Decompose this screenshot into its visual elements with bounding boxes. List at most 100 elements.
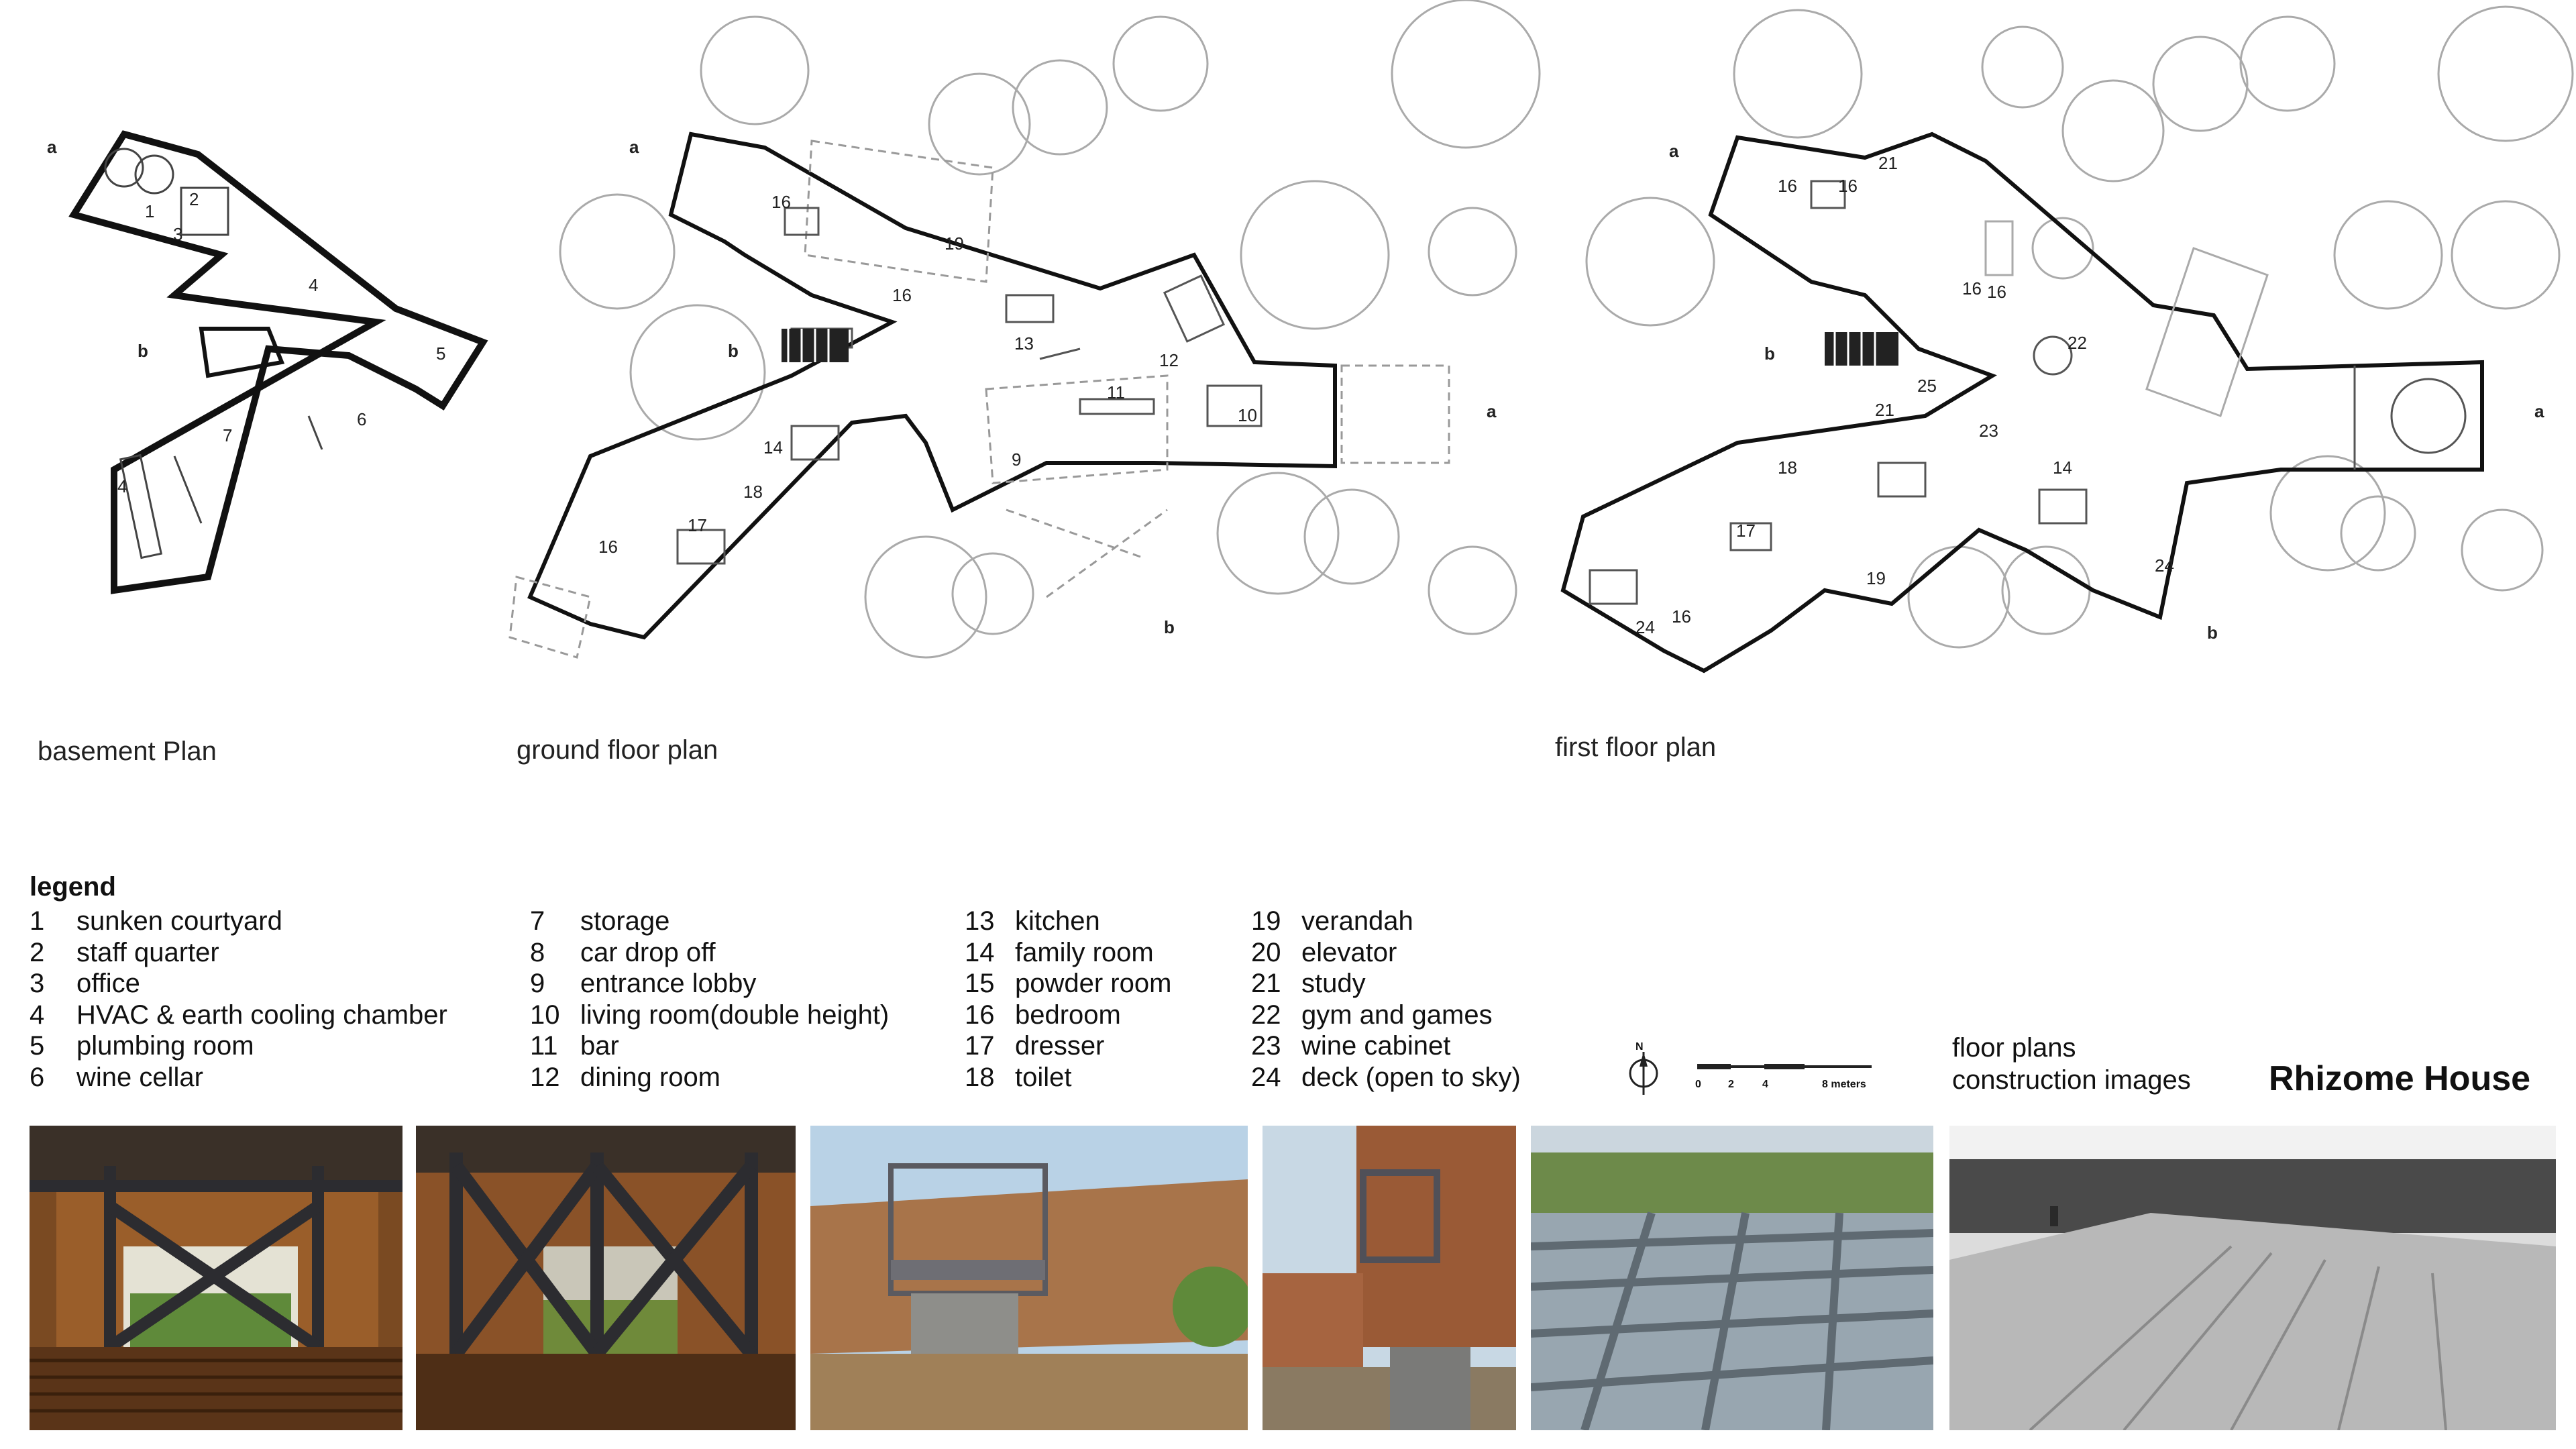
scale-tick: 4 <box>1762 1079 1768 1090</box>
room-label: 16 <box>771 192 791 212</box>
legend-item-number: 13 <box>965 906 995 936</box>
legend-item-label: living room(double height) <box>580 1000 890 1030</box>
steel-bracing-interior-photo <box>416 1126 796 1430</box>
legend-item-label: study <box>1301 969 1366 998</box>
section-marker-b: b <box>1764 343 1775 364</box>
floor-plans-drawing <box>68 0 2574 674</box>
legend-item-label: entrance lobby <box>580 969 757 998</box>
legend-item: 4 HVAC & earth cooling chamber <box>30 1000 447 1031</box>
room-label: 19 <box>1866 568 1886 588</box>
legend-item-label: powder room <box>1015 969 1172 998</box>
room-label: 16 <box>892 285 912 305</box>
tree-canopies <box>559 0 2574 659</box>
room-label: 23 <box>1979 421 1998 441</box>
room-label: 25 <box>1917 376 1937 396</box>
room-label: 16 <box>1778 176 1797 196</box>
legend-item-number: 6 <box>30 1062 45 1092</box>
room-label: 13 <box>1014 333 1034 354</box>
legend-item-label: car drop off <box>580 937 716 967</box>
section-marker-a: a <box>1487 401 1497 421</box>
room-label: 5 <box>436 343 446 364</box>
room-label: 2 <box>189 189 199 209</box>
scale-tick: 0 <box>1695 1079 1701 1090</box>
section-marker-b: b <box>2207 623 2218 643</box>
section-marker-a: a <box>47 137 57 157</box>
room-label: 3 <box>173 224 183 244</box>
scale-bar <box>1629 1052 1872 1095</box>
legend-item-number: 1 <box>30 906 45 936</box>
scale-tick: 2 <box>1728 1079 1734 1090</box>
legend-item: 18 toilet <box>965 1062 1171 1093</box>
project-title: Rhizome House <box>2269 1059 2531 1098</box>
ground-floor-plan-dashed <box>508 140 1450 659</box>
legend-item-label: plumbing room <box>76 1031 254 1061</box>
basement-plan-title: basement Plan <box>38 737 217 766</box>
room-label: 4 <box>309 275 319 295</box>
first-floor-plan-title: first floor plan <box>1555 733 1717 762</box>
legend-item-number: 10 <box>530 1000 560 1030</box>
ground-floor-plan-title: ground floor plan <box>517 735 718 765</box>
room-label: 16 <box>1962 278 1982 299</box>
room-label: 14 <box>2053 458 2072 478</box>
legend-item-number: 12 <box>530 1062 560 1092</box>
room-label: 9 <box>1012 449 1022 470</box>
legend-item-label: bedroom <box>1015 1000 1121 1030</box>
room-label: 16 <box>1838 176 1858 196</box>
room-label: 22 <box>2068 333 2087 353</box>
room-label: 6 <box>357 409 367 429</box>
legend-item-label: staff quarter <box>76 937 219 967</box>
legend-item-number: 18 <box>965 1062 995 1092</box>
legend-item-number: 24 <box>1251 1062 1281 1092</box>
legend-item: 23 wine cabinet <box>1251 1030 1521 1062</box>
legend-item-label: family room <box>1015 937 1154 967</box>
ground-floor-plan-furniture <box>676 207 1263 565</box>
legend-item-number: 19 <box>1251 906 1281 936</box>
north-label: N <box>1635 1041 1644 1053</box>
legend-item-number: 2 <box>30 937 45 967</box>
legend-item-number: 7 <box>530 906 545 936</box>
legend-item-label: HVAC & earth cooling chamber <box>76 1000 447 1030</box>
basement-plan <box>68 130 488 594</box>
legend-item-label: bar <box>580 1031 619 1061</box>
legend-item-label: toilet <box>1015 1062 1072 1092</box>
room-label: 17 <box>688 515 707 535</box>
room-label: 12 <box>1159 350 1179 370</box>
legend-item: 10 living room(double height) <box>530 1000 889 1031</box>
section-marker-b: b <box>1164 617 1175 637</box>
stair-treads <box>787 329 1876 366</box>
basement-plan-details <box>104 148 323 559</box>
legend-item-label: office <box>76 969 140 998</box>
room-label: 1 <box>145 201 155 221</box>
scale-tick: 8 meters <box>1822 1079 1866 1090</box>
room-label: 7 <box>223 425 233 445</box>
legend-item-number: 4 <box>30 1000 45 1030</box>
section-marker-a: a <box>2534 401 2544 421</box>
room-label: 21 <box>1878 153 1898 173</box>
section-marker-a: a <box>1669 141 1679 161</box>
legend-item-number: 23 <box>1251 1031 1281 1061</box>
legend-heading: legend <box>30 872 116 902</box>
room-label: 24 <box>1635 617 1655 637</box>
ground-floor-plan <box>527 131 1337 640</box>
info-construction-images: construction images <box>1952 1065 2191 1095</box>
legend-item-label: wine cabinet <box>1301 1031 1451 1061</box>
info-floor-plans: floor plans <box>1952 1033 2076 1063</box>
legend-item-number: 14 <box>965 937 995 967</box>
legend-item-number: 16 <box>965 1000 995 1030</box>
room-label: 18 <box>743 482 763 502</box>
legend-item-number: 20 <box>1251 937 1281 967</box>
legend-item-number: 5 <box>30 1031 45 1061</box>
